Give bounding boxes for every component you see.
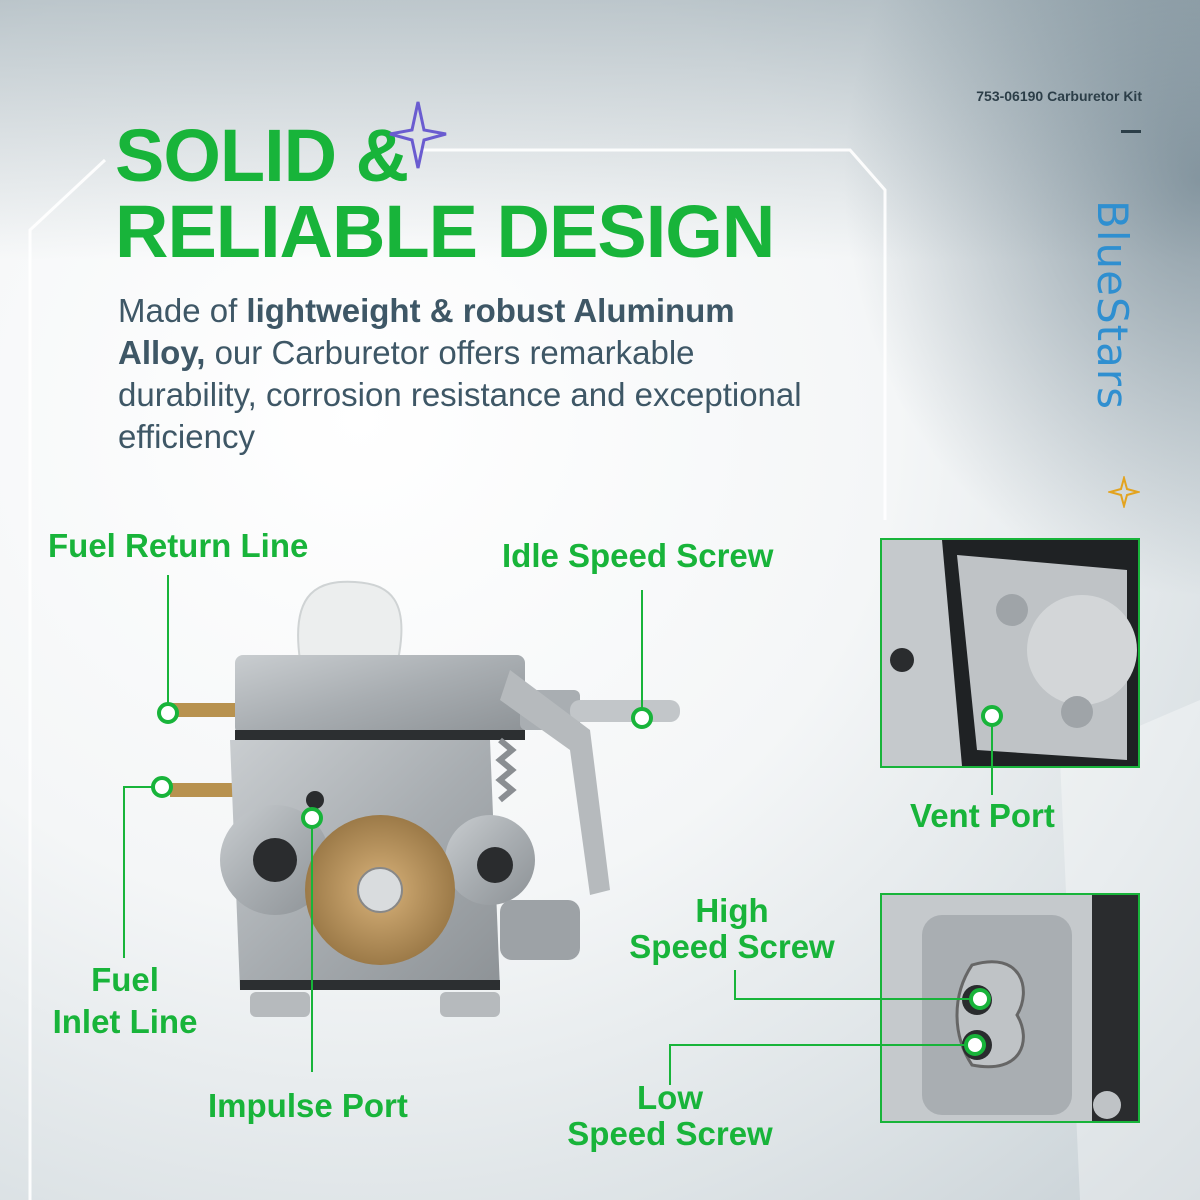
label-high-speed-screw-2: Speed Screw (629, 928, 835, 965)
label-low-speed-screw-2: Speed Screw (567, 1115, 773, 1152)
description-bold: lightweight & robust Aluminum Alloy, (118, 292, 735, 371)
label-high-speed-screw: High Speed Screw (622, 893, 842, 965)
headline: SOLID & RELIABLE DESIGN (115, 118, 875, 270)
inset-vent-port (880, 538, 1140, 768)
sparkle-icon (389, 101, 447, 169)
label-fuel-inlet-line-2: Inlet Line (52, 1003, 198, 1040)
label-fuel-return-line: Fuel Return Line (48, 527, 309, 564)
inset-speed-screws-photo (882, 895, 1138, 1121)
headline-line-2: RELIABLE DESIGN (115, 190, 775, 273)
label-impulse-port: Impulse Port (208, 1087, 408, 1124)
description: Made of lightweight & robust Aluminum Al… (118, 290, 808, 458)
brand-star-icon (1108, 476, 1140, 508)
brand-logo: BlueStars (1088, 200, 1137, 410)
inset-vent-port-photo (882, 540, 1138, 766)
headline-line-1: SOLID & (115, 114, 409, 197)
kit-title: 753-06190 Carburetor Kit (976, 88, 1142, 104)
label-low-speed-screw-1: Low (637, 1079, 703, 1116)
label-low-speed-screw: Low Speed Screw (560, 1080, 780, 1152)
label-idle-speed-screw: Idle Speed Screw (502, 537, 774, 574)
label-high-speed-screw-1: High (695, 892, 769, 929)
description-text-2: our Carburetor offers remarkable durabil… (118, 334, 802, 455)
inset-speed-screws (880, 893, 1140, 1123)
carburetor-photo (170, 580, 680, 1017)
label-vent-port: Vent Port (910, 797, 1055, 834)
background-right-shade (840, 0, 1200, 600)
label-fuel-inlet-line: Fuel Inlet Line (40, 962, 210, 1040)
label-fuel-inlet-line-1: Fuel (91, 961, 159, 998)
kit-title-dash (1121, 130, 1141, 133)
description-text-1: Made of (118, 292, 247, 329)
